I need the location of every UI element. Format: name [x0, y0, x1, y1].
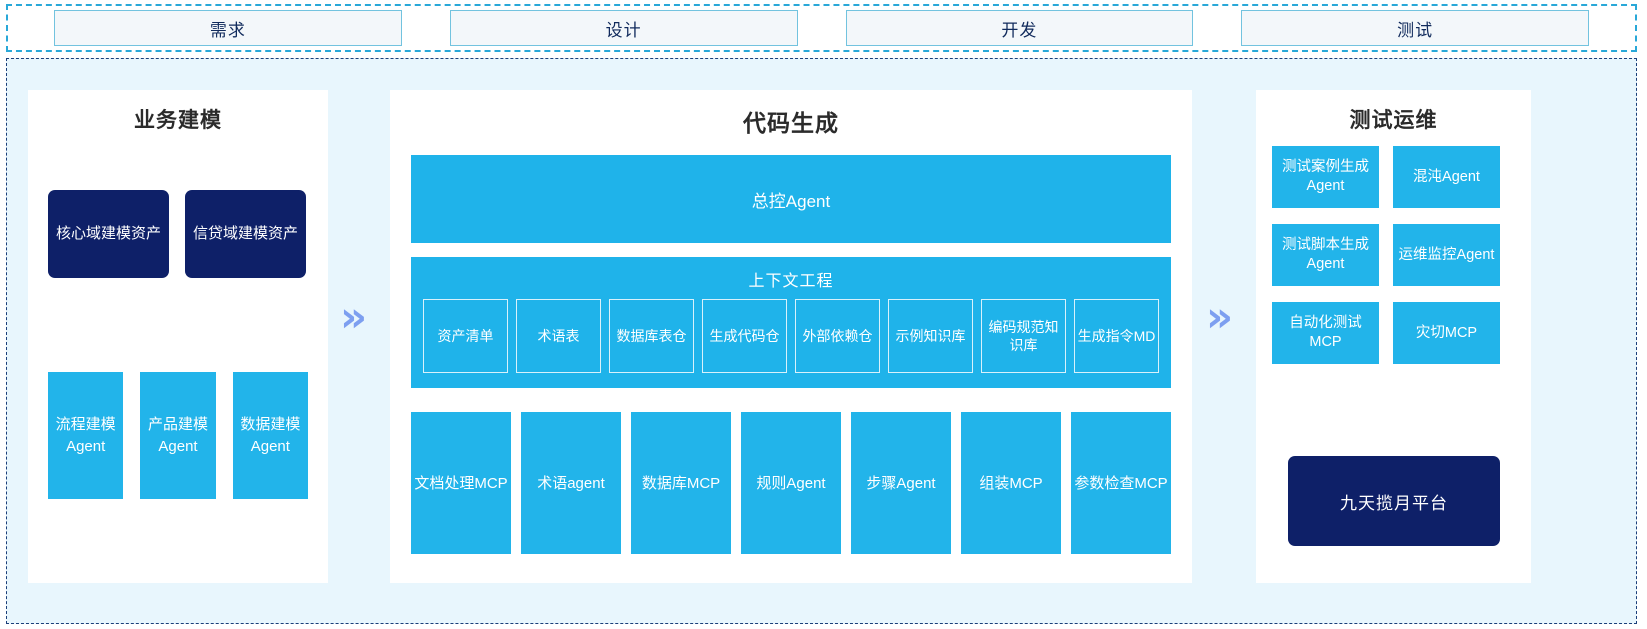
panel-title-business-modeling: 业务建模: [134, 109, 222, 132]
test-card-ops-monitoring-agent[interactable]: 运维监控Agent: [1393, 224, 1500, 286]
test-card-label: 运维监控Agent: [1398, 246, 1495, 263]
panel-business-modeling: 业务建模 核心域建模资产 信贷域建模资产 流程建模Agent 产品建模Agent…: [28, 90, 328, 583]
test-card-test-case-generation-agent[interactable]: 测试案例生成Agent: [1272, 146, 1379, 208]
context-item-external-dependency-repo[interactable]: 外部依赖仓: [795, 299, 880, 373]
tool-card-label: 术语agent: [537, 474, 605, 492]
asset-card-label: 信贷域建模资产: [192, 224, 298, 242]
stage-box-requirements[interactable]: 需求: [54, 10, 402, 46]
double-chevron-right-icon: »: [1206, 292, 1234, 341]
context-engineering-title: 上下文工程: [748, 273, 834, 290]
agent-card-process-modeling[interactable]: 流程建模Agent: [48, 372, 124, 499]
test-card-label: 自动化测试MCP: [1289, 315, 1362, 350]
double-chevron-right-icon: »: [340, 292, 368, 341]
agent-card-label: 流程建模Agent: [55, 415, 116, 455]
master-agent-bar[interactable]: 总控Agent: [411, 155, 1171, 243]
context-item-label: 资产清单: [437, 327, 494, 344]
stage-label: 需求: [209, 20, 246, 40]
test-card-test-script-generation-agent[interactable]: 测试脚本生成Agent: [1272, 224, 1379, 286]
context-item-label: 外部依赖仓: [802, 327, 873, 344]
tool-card-rule-agent[interactable]: 规则Agent: [741, 412, 841, 554]
context-item-example-knowledge-base[interactable]: 示例知识库: [888, 299, 973, 373]
tool-card-parameter-check-mcp[interactable]: 参数检查MCP: [1071, 412, 1171, 554]
stage-label: 测试: [1397, 20, 1434, 40]
asset-card-credit-domain[interactable]: 信贷域建模资产: [185, 190, 306, 278]
context-item-label: 生成指令MD: [1077, 327, 1156, 344]
stage-box-development[interactable]: 开发: [845, 10, 1194, 46]
test-card-automated-testing-mcp[interactable]: 自动化测试MCP: [1272, 302, 1379, 364]
test-card-disaster-recovery-mcp[interactable]: 灾切MCP: [1393, 302, 1500, 364]
tool-card-terminology-agent[interactable]: 术语agent: [521, 412, 621, 554]
context-item-generated-code-repo[interactable]: 生成代码仓: [702, 299, 787, 373]
panel-title-test-ops: 测试运维: [1349, 109, 1438, 132]
agent-card-product-modeling[interactable]: 产品建模Agent: [140, 372, 216, 499]
panel-title-code-generation: 代码生成: [743, 110, 839, 136]
context-item-asset-inventory[interactable]: 资产清单: [423, 299, 508, 373]
tool-card-database-mcp[interactable]: 数据库MCP: [631, 412, 731, 554]
agent-card-label: 数据建模Agent: [240, 415, 301, 455]
asset-card-core-domain[interactable]: 核心域建模资产: [48, 190, 169, 278]
tool-card-assembly-mcp[interactable]: 组装MCP: [961, 412, 1061, 554]
context-item-db-table-repo[interactable]: 数据库表仓: [609, 299, 694, 373]
tool-card-label: 文档处理MCP: [414, 474, 508, 492]
business-asset-row: 核心域建模资产 信贷域建模资产: [48, 190, 308, 278]
tool-card-label: 规则Agent: [756, 474, 826, 492]
context-item-generation-instruction-md[interactable]: 生成指令MD: [1074, 299, 1159, 373]
panel-test-ops: 测试运维 测试案例生成Agent 混沌Agent 测试脚本生成Agent 运维监…: [1256, 90, 1531, 583]
context-item-label: 示例知识库: [895, 327, 966, 344]
asset-card-label: 核心域建模资产: [55, 224, 161, 242]
context-item-glossary[interactable]: 术语表: [516, 299, 601, 373]
context-item-label: 术语表: [537, 327, 580, 344]
stage-box-testing[interactable]: 测试: [1241, 10, 1589, 46]
context-item-list: 资产清单 术语表 数据库表仓 生成代码仓 外部依赖仓 示例知识库: [423, 299, 1159, 373]
stage-label: 开发: [1001, 20, 1038, 40]
master-agent-label: 总控Agent: [751, 191, 831, 211]
code-generation-tool-row: 文档处理MCP 术语agent 数据库MCP 规则Agent 步骤Agent 组…: [411, 412, 1171, 554]
stage-box-design[interactable]: 设计: [449, 10, 798, 46]
agent-card-label: 产品建模Agent: [147, 415, 208, 455]
agent-card-data-modeling[interactable]: 数据建模Agent: [232, 372, 308, 499]
test-card-label: 混沌Agent: [1413, 168, 1480, 185]
tool-card-step-agent[interactable]: 步骤Agent: [851, 412, 951, 554]
stage-label: 设计: [605, 20, 642, 40]
tool-card-label: 组装MCP: [979, 474, 1043, 492]
test-card-label: 测试案例生成Agent: [1282, 159, 1369, 194]
tool-card-document-processing-mcp[interactable]: 文档处理MCP: [411, 412, 511, 554]
platform-card-label: 九天揽月平台: [1340, 493, 1448, 513]
business-agent-row: 流程建模Agent 产品建模Agent 数据建模Agent: [48, 372, 308, 499]
panel-code-generation: 代码生成 总控Agent 上下文工程 资产清单 术语表 数据库表仓 生成代码仓: [390, 90, 1192, 583]
context-engineering-block: 上下文工程 资产清单 术语表 数据库表仓 生成代码仓 外部依赖仓 示: [411, 257, 1171, 388]
stage-bar: 需求 设计 开发 测试: [6, 4, 1637, 52]
context-item-label: 数据库表仓: [616, 327, 687, 344]
context-item-label: 生成代码仓: [709, 327, 780, 344]
test-card-label: 测试脚本生成Agent: [1282, 237, 1369, 272]
context-item-coding-standard-knowledge-base[interactable]: 编码规范知识库: [981, 299, 1066, 373]
platform-card-jiutian-lanyue[interactable]: 九天揽月平台: [1288, 456, 1500, 546]
tool-card-label: 步骤Agent: [866, 474, 936, 492]
test-card-chaos-agent[interactable]: 混沌Agent: [1393, 146, 1500, 208]
tool-card-label: 数据库MCP: [641, 474, 721, 492]
test-card-label: 灾切MCP: [1415, 324, 1478, 341]
context-item-label: 编码规范知识库: [988, 318, 1059, 353]
tool-card-label: 参数检查MCP: [1074, 474, 1168, 492]
test-ops-card-grid: 测试案例生成Agent 混沌Agent 测试脚本生成Agent 运维监控Agen…: [1272, 146, 1516, 364]
